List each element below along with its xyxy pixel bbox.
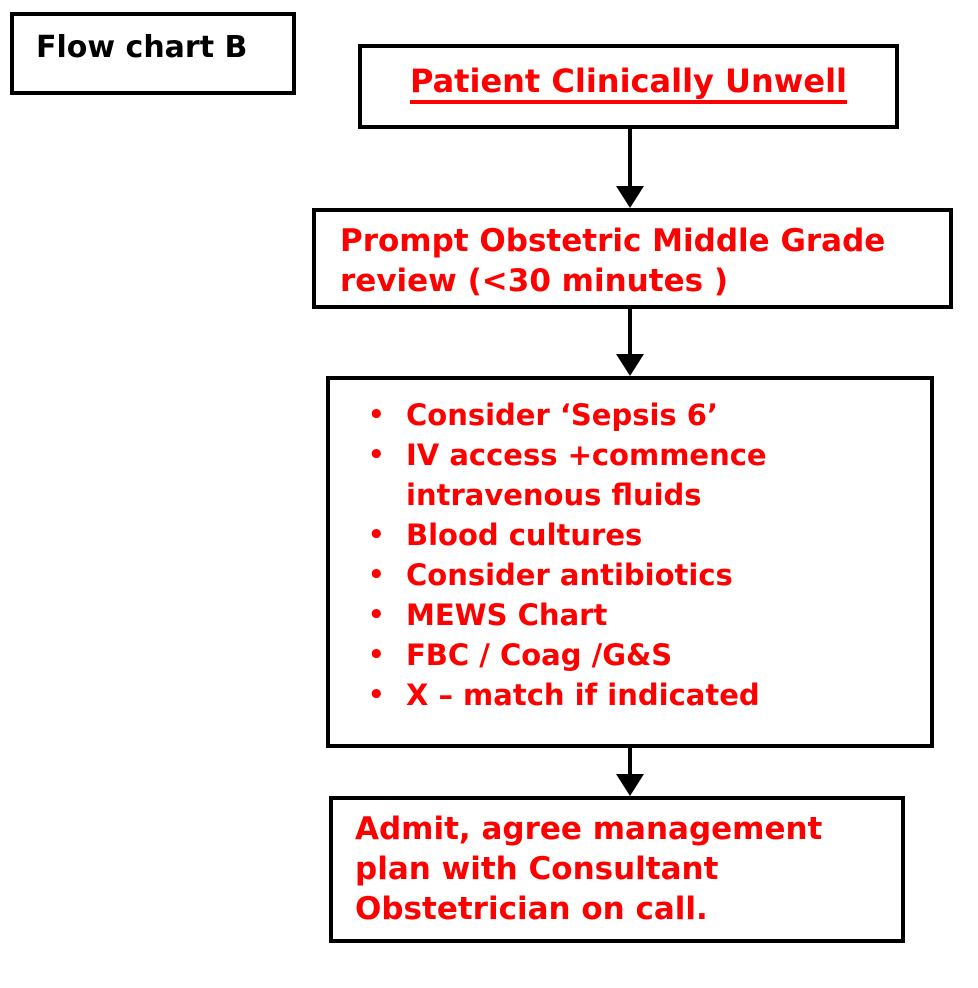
arrow-down-3 xyxy=(616,748,644,796)
review-line: Prompt Obstetric Middle Grade xyxy=(340,223,886,259)
review-line: review (<30 minutes ) xyxy=(340,263,728,299)
start-node-patient-unwell: Patient Clinically Unwell xyxy=(358,44,899,129)
list-item: • X – match if indicated xyxy=(368,675,920,715)
arrow-head-icon xyxy=(616,354,644,376)
sepsis-actions-list: • Consider ‘Sepsis 6’ • IV access +comme… xyxy=(330,380,930,715)
node-admit-plan: Admit, agree management plan with Consul… xyxy=(329,796,905,943)
flowchart-title-box: Flow chart B xyxy=(10,12,296,95)
list-item-text: Consider antibiotics xyxy=(406,558,733,592)
list-item: • Blood cultures xyxy=(368,515,920,555)
bullet-icon: • xyxy=(368,440,385,470)
list-item: • FBC / Coag /G&S xyxy=(368,635,920,675)
bullet-icon: • xyxy=(368,600,385,630)
bullet-icon: • xyxy=(368,680,385,710)
arrow-head-icon xyxy=(616,774,644,796)
arrow-stem xyxy=(628,309,632,355)
list-item: • MEWS Chart xyxy=(368,595,920,635)
list-item: • IV access +commence intravenous fluids xyxy=(368,435,920,515)
list-item-text: MEWS Chart xyxy=(406,598,608,632)
bullet-icon: • xyxy=(368,520,385,550)
arrow-down-1 xyxy=(616,129,644,208)
list-item: • Consider ‘Sepsis 6’ xyxy=(368,395,920,435)
list-item-text: IV access +commence xyxy=(406,438,767,472)
bullet-icon: • xyxy=(368,400,385,430)
arrow-down-2 xyxy=(616,309,644,376)
admit-line: Obstetrician on call. xyxy=(355,891,708,927)
admit-line: plan with Consultant xyxy=(355,851,719,887)
list-item-text: Consider ‘Sepsis 6’ xyxy=(406,398,718,432)
node-obstetric-review: Prompt Obstetric Middle Grade review (<3… xyxy=(312,208,953,309)
list-item-text: intravenous fluids xyxy=(406,478,702,512)
list-item-text: X – match if indicated xyxy=(406,678,760,712)
start-node-title: Patient Clinically Unwell xyxy=(409,63,847,105)
admit-line: Admit, agree management xyxy=(355,811,823,847)
bullet-icon: • xyxy=(368,640,385,670)
arrow-stem xyxy=(628,748,632,775)
arrow-head-icon xyxy=(616,186,644,208)
bullet-icon: • xyxy=(368,560,385,590)
flowchart-title: Flow chart B xyxy=(36,30,248,65)
list-item-text: FBC / Coag /G&S xyxy=(406,638,673,672)
node-sepsis-actions: • Consider ‘Sepsis 6’ • IV access +comme… xyxy=(326,376,934,748)
list-item: • Consider antibiotics xyxy=(368,555,920,595)
arrow-stem xyxy=(628,129,632,187)
list-item-text: Blood cultures xyxy=(406,518,643,552)
